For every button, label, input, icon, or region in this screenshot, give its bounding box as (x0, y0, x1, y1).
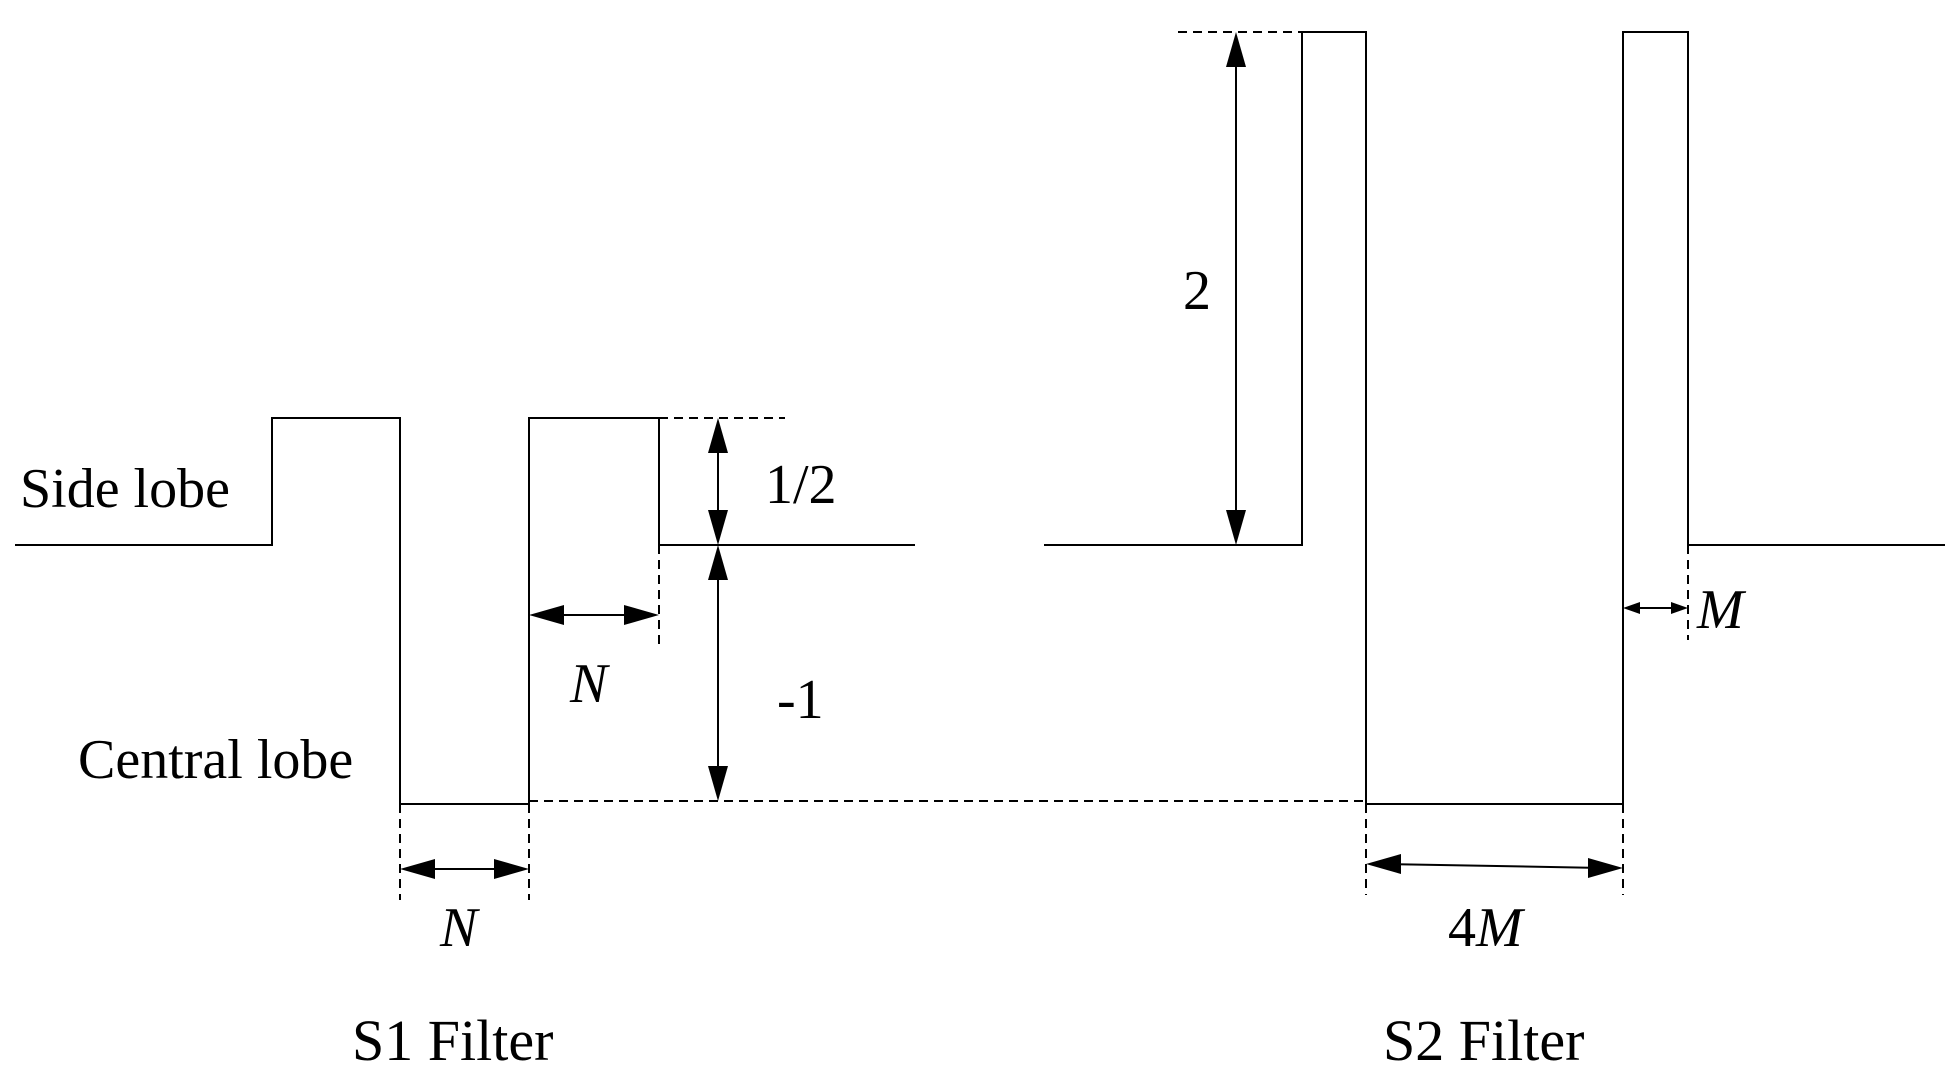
s1-side-width-arrow (529, 605, 659, 625)
two-height-label: 2 (1183, 260, 1211, 322)
minus-one-label: -1 (777, 669, 824, 731)
s2-height-two-arrow (1226, 32, 1246, 545)
diagram-labels: Side lobe Central lobe 1/2 -1 2 N N M 4M… (20, 260, 1747, 1073)
dashed-guides (399, 31, 1689, 900)
central-lobe-label: Central lobe (78, 729, 353, 791)
s2-filter-waveform (1044, 31, 1945, 805)
s2-4m-var: M (1475, 897, 1526, 959)
s2-central-width-arrow (1366, 854, 1623, 878)
side-lobe-label: Side lobe (20, 458, 230, 520)
s1-filter-waveform (15, 417, 915, 805)
s1-side-width-n-label: N (569, 653, 610, 715)
s1-filter-title: S1 Filter (352, 1008, 553, 1073)
half-height-label: 1/2 (765, 454, 837, 516)
s1-central-width-n-label: N (439, 897, 480, 959)
dimension-arrows (400, 32, 1688, 879)
s1-half-height-arrow (708, 418, 728, 545)
s1-central-width-arrow (400, 859, 529, 879)
s2-side-width-arrow (1623, 602, 1688, 614)
s2-central-width-4m-label: 4M (1448, 897, 1526, 959)
s2-filter-title: S2 Filter (1383, 1008, 1584, 1073)
s2-side-width-m-label: M (1696, 579, 1747, 641)
s1-minus-one-arrow (708, 545, 728, 801)
s2-waveform-line (1044, 31, 1945, 805)
s1-waveform-line (15, 417, 915, 805)
s2-4m-prefix: 4 (1448, 897, 1476, 959)
